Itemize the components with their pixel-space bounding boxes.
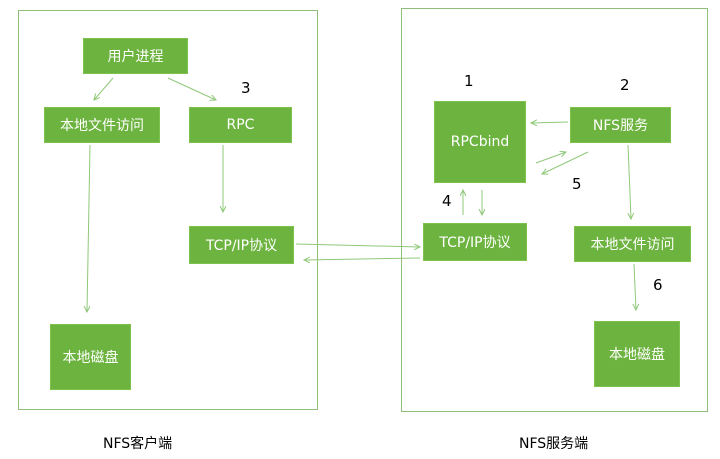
server-nfs-service-box: NFS服务	[570, 107, 671, 143]
client-tcpip-label: TCP/IP协议	[205, 238, 278, 254]
server-tcpip-label: TCP/IP协议	[439, 235, 511, 251]
client-rpc-box: RPC	[189, 107, 292, 143]
server-local-disk-label: 本地磁盘	[609, 347, 665, 363]
step-number-2: 2	[620, 76, 630, 94]
server-tcpip-box: TCP/IP协议	[423, 223, 527, 261]
server-rpcbind-label: RPCbind	[450, 134, 510, 150]
client-local-disk-label: 本地磁盘	[62, 350, 119, 366]
arrow-client-tcp-to-server	[295, 243, 420, 247]
arrow-server-tcp-to-client	[304, 258, 421, 260]
client-user-process-label: 用户进程	[107, 49, 164, 65]
arrow-local-to-disk	[87, 144, 91, 312]
server-local-file-access-label: 本地文件访问	[590, 237, 675, 253]
client-user-process-box: 用户进程	[83, 38, 188, 74]
server-local-file-access-box: 本地文件访问	[574, 226, 691, 262]
arrow-local-to-disk-server	[634, 263, 636, 310]
step-number-5: 5	[572, 175, 582, 193]
arrow-user-to-rpc	[167, 77, 216, 100]
client-local-file-access-label: 本地文件访问	[60, 118, 144, 134]
server-local-disk-box: 本地磁盘	[594, 321, 680, 387]
server-rpcbind-box: RPCbind	[434, 101, 526, 183]
step-number-6: 6	[653, 276, 663, 294]
arrow-nfs-to-rpcbind	[531, 122, 569, 123]
client-tcpip-box: TCP/IP协议	[189, 226, 294, 264]
client-local-disk-box: 本地磁盘	[50, 324, 131, 390]
server-nfs-service-label: NFS服务	[592, 118, 649, 134]
arrow-rpcbind-to-nfs	[535, 152, 566, 164]
arrow-nfs-to-rpcbind-lower	[542, 151, 589, 174]
client-local-file-access-box: 本地文件访问	[44, 107, 160, 143]
server-caption: NFS服务端	[519, 436, 589, 452]
arrow-user-to-local	[94, 77, 114, 100]
client-rpc-label: RPC	[226, 117, 255, 133]
step-number-4: 4	[442, 192, 452, 210]
step-number-3: 3	[241, 79, 251, 97]
arrow-nfs-to-local	[628, 144, 631, 219]
step-number-1: 1	[464, 72, 474, 90]
client-caption: NFS客户端	[103, 436, 173, 452]
